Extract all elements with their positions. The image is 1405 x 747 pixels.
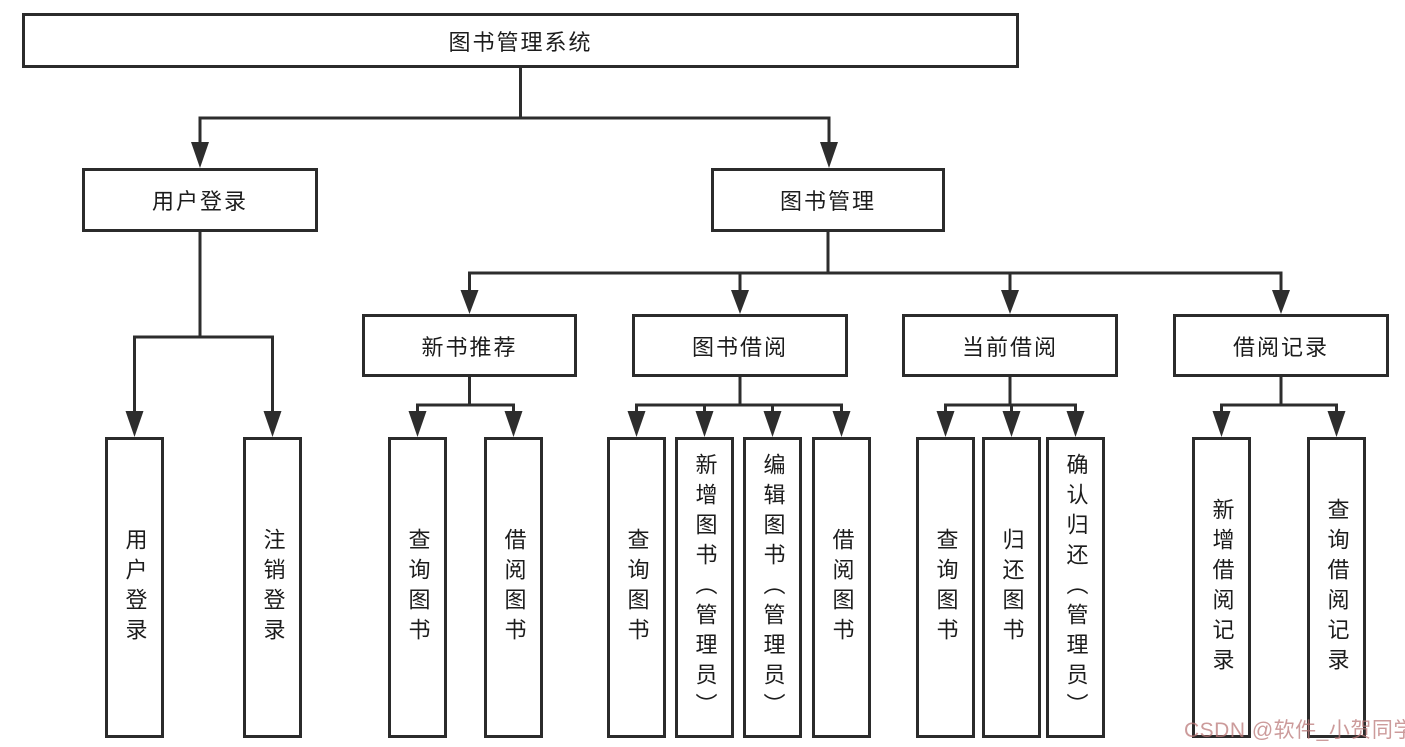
leaf-borrow-books-recommend: 借阅图书 <box>484 437 543 738</box>
node-label: 新增图书（管理员） <box>692 452 718 723</box>
csdn-watermark: CSDN @软件_小贺同学 <box>1184 719 1405 742</box>
node-label: 借阅记录 <box>1232 334 1329 360</box>
node-label: 查询借阅记录 <box>1324 497 1350 678</box>
edge-book-management-to-level3 <box>460 232 1290 314</box>
node-label: 用户登录 <box>122 527 148 648</box>
node-book-borrowing: 图书借阅 <box>632 314 848 377</box>
leaf-user-login: 用户登录 <box>105 437 164 738</box>
node-label: 当前借阅 <box>961 334 1058 360</box>
node-label: 注销登录 <box>260 527 286 648</box>
node-new-book-recommendation: 新书推荐 <box>362 314 577 377</box>
edge-borrowing-records-to-leaves <box>1212 377 1346 437</box>
node-label: 归还图书 <box>999 527 1025 648</box>
leaf-borrow-books-borrowing: 借阅图书 <box>812 437 871 738</box>
node-label: 新书推荐 <box>421 334 518 360</box>
node-label: 查询图书 <box>624 527 650 648</box>
leaf-logout: 注销登录 <box>243 437 302 738</box>
node-root-system: 图书管理系统 <box>22 13 1019 68</box>
node-label: 图书借阅 <box>691 334 788 360</box>
edge-root-to-level2 <box>191 68 838 168</box>
leaf-add-borrow-record: 新增借阅记录 <box>1192 437 1251 738</box>
node-user-login: 用户登录 <box>82 168 318 232</box>
leaf-query-borrow-record: 查询借阅记录 <box>1307 437 1366 738</box>
node-label: 借阅图书 <box>829 527 855 648</box>
node-label: 查询图书 <box>933 527 959 648</box>
edge-user-login-to-leaves <box>125 232 282 437</box>
node-label: 借阅图书 <box>501 527 527 648</box>
leaf-query-books-current: 查询图书 <box>916 437 975 738</box>
node-book-management: 图书管理 <box>711 168 945 232</box>
leaf-query-books-borrowing: 查询图书 <box>607 437 666 738</box>
node-label: 确认归还（管理员） <box>1063 452 1089 723</box>
leaf-return-books: 归还图书 <box>982 437 1041 738</box>
edge-book-borrowing-to-leaves <box>627 377 851 437</box>
node-label: 新增借阅记录 <box>1209 497 1235 678</box>
node-current-borrowing: 当前借阅 <box>902 314 1118 377</box>
node-borrowing-records: 借阅记录 <box>1173 314 1389 377</box>
node-label: 图书管理系统 <box>448 29 593 55</box>
leaf-edit-books-admin: 编辑图书（管理员） <box>743 437 802 738</box>
leaf-confirm-return-admin: 确认归还（管理员） <box>1046 437 1105 738</box>
node-label: 查询图书 <box>405 527 431 648</box>
edge-new-book-recommendation-to-leaves <box>408 377 523 437</box>
edge-current-borrowing-to-leaves <box>936 377 1085 437</box>
leaf-query-books-recommend: 查询图书 <box>388 437 447 738</box>
leaf-add-books-admin: 新增图书（管理员） <box>675 437 734 738</box>
node-label: 用户登录 <box>151 189 248 214</box>
node-label: 图书管理 <box>779 189 876 214</box>
node-label: 编辑图书（管理员） <box>760 452 786 723</box>
